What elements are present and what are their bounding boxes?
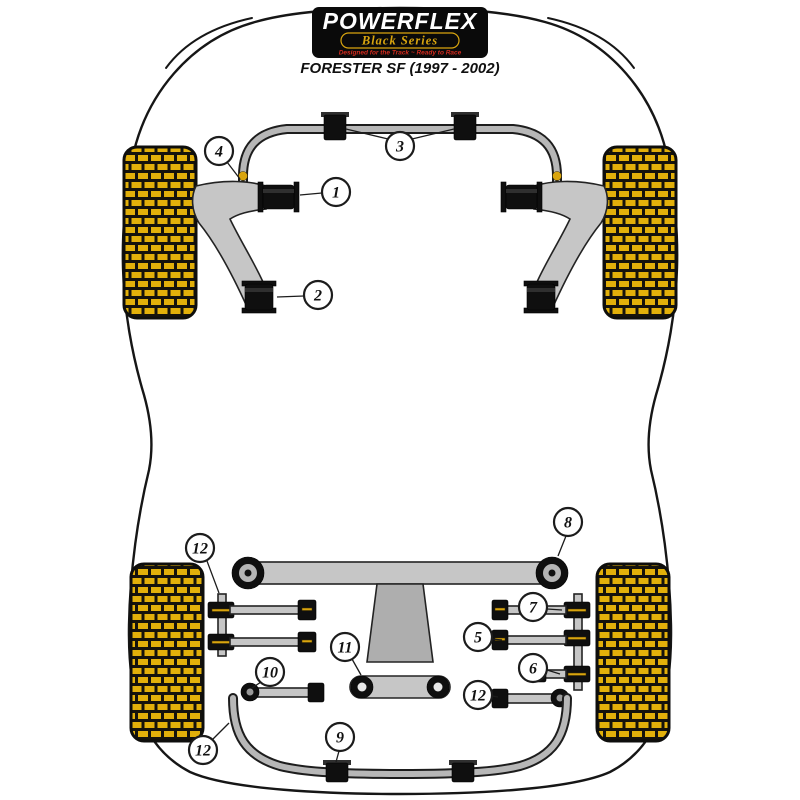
callout-10: 10 — [251, 656, 286, 689]
rear-lateral-link-left-lower — [229, 637, 301, 647]
svg-text:7: 7 — [529, 600, 538, 617]
crossmember-bushing-right — [535, 556, 569, 590]
svg-text:3: 3 — [395, 139, 404, 156]
callout-5: 5 — [462, 621, 503, 653]
callout-2: 2 — [276, 279, 334, 311]
svg-text:12: 12 — [470, 688, 486, 705]
rear-left-links — [207, 593, 317, 657]
logo-series-text: Black Series — [361, 34, 438, 48]
arb-bushing-right — [451, 112, 479, 141]
tire-rear-right — [595, 562, 671, 743]
callout-9: 9 — [324, 721, 356, 763]
logo-brand-text: POWERFLEX — [323, 8, 478, 34]
tire-rear-left — [129, 562, 205, 743]
hood-crease-left — [165, 17, 253, 69]
front-arm-front-bushing-left — [257, 181, 300, 213]
rear-crossmember — [243, 561, 557, 585]
callout-1: 1 — [299, 176, 352, 208]
front-arm-front-bushing-right — [500, 181, 543, 213]
rear-diff-housing — [366, 583, 434, 663]
svg-text:11: 11 — [337, 640, 352, 657]
callout-6: 6 — [517, 652, 561, 684]
tire-front-left — [122, 145, 198, 320]
front-suspension — [191, 112, 609, 314]
logo-series-ribbon — [340, 32, 460, 49]
rear-trailing-arm-left — [240, 682, 325, 703]
diff-mount — [349, 675, 451, 699]
svg-text:4: 4 — [214, 144, 223, 161]
callout-11: 11 — [329, 631, 362, 676]
callout-12-right: 12 — [462, 679, 499, 711]
callout-7: 7 — [517, 591, 563, 623]
svg-text:10: 10 — [262, 665, 278, 682]
callout-3: 3 — [345, 128, 455, 162]
powerflex-logo: POWERFLEX Black Series Designed for the … — [312, 7, 488, 58]
rear-strut-left — [217, 593, 227, 657]
logo-tagline-text: Designed for the Track ~ Ready to Race — [339, 50, 462, 57]
svg-text:5: 5 — [474, 630, 482, 647]
front-arm-rear-bushing-left — [241, 280, 277, 314]
vehicle-title: FORESTER SF (1997 - 2002) — [300, 60, 499, 77]
rear-arb-bushing-left — [323, 760, 351, 783]
svg-text:2: 2 — [313, 288, 322, 305]
hood-crease-right — [547, 17, 635, 69]
svg-text:12: 12 — [192, 541, 208, 558]
callout-8: 8 — [552, 506, 584, 557]
rear-arb-bushing-right — [449, 760, 477, 783]
callout-12-upper-left: 12 — [184, 532, 220, 594]
arb-bushing-left — [321, 112, 349, 141]
rear-lateral-link-left-upper — [229, 605, 301, 615]
svg-text:8: 8 — [564, 515, 572, 532]
rear-lateral-link-right-lower — [503, 635, 567, 645]
svg-text:12: 12 — [195, 743, 211, 760]
callout-4: 4 — [203, 135, 241, 180]
svg-text:9: 9 — [336, 730, 344, 747]
svg-text:1: 1 — [332, 185, 340, 202]
front-arm-rear-bushing-right — [523, 280, 559, 314]
crossmember-bushing-left — [231, 556, 265, 590]
callouts: 4 1 3 2 8 12 — [184, 128, 584, 766]
svg-text:6: 6 — [529, 661, 537, 678]
tire-front-right — [602, 145, 678, 320]
callout-12-lower-left: 12 — [187, 722, 230, 766]
